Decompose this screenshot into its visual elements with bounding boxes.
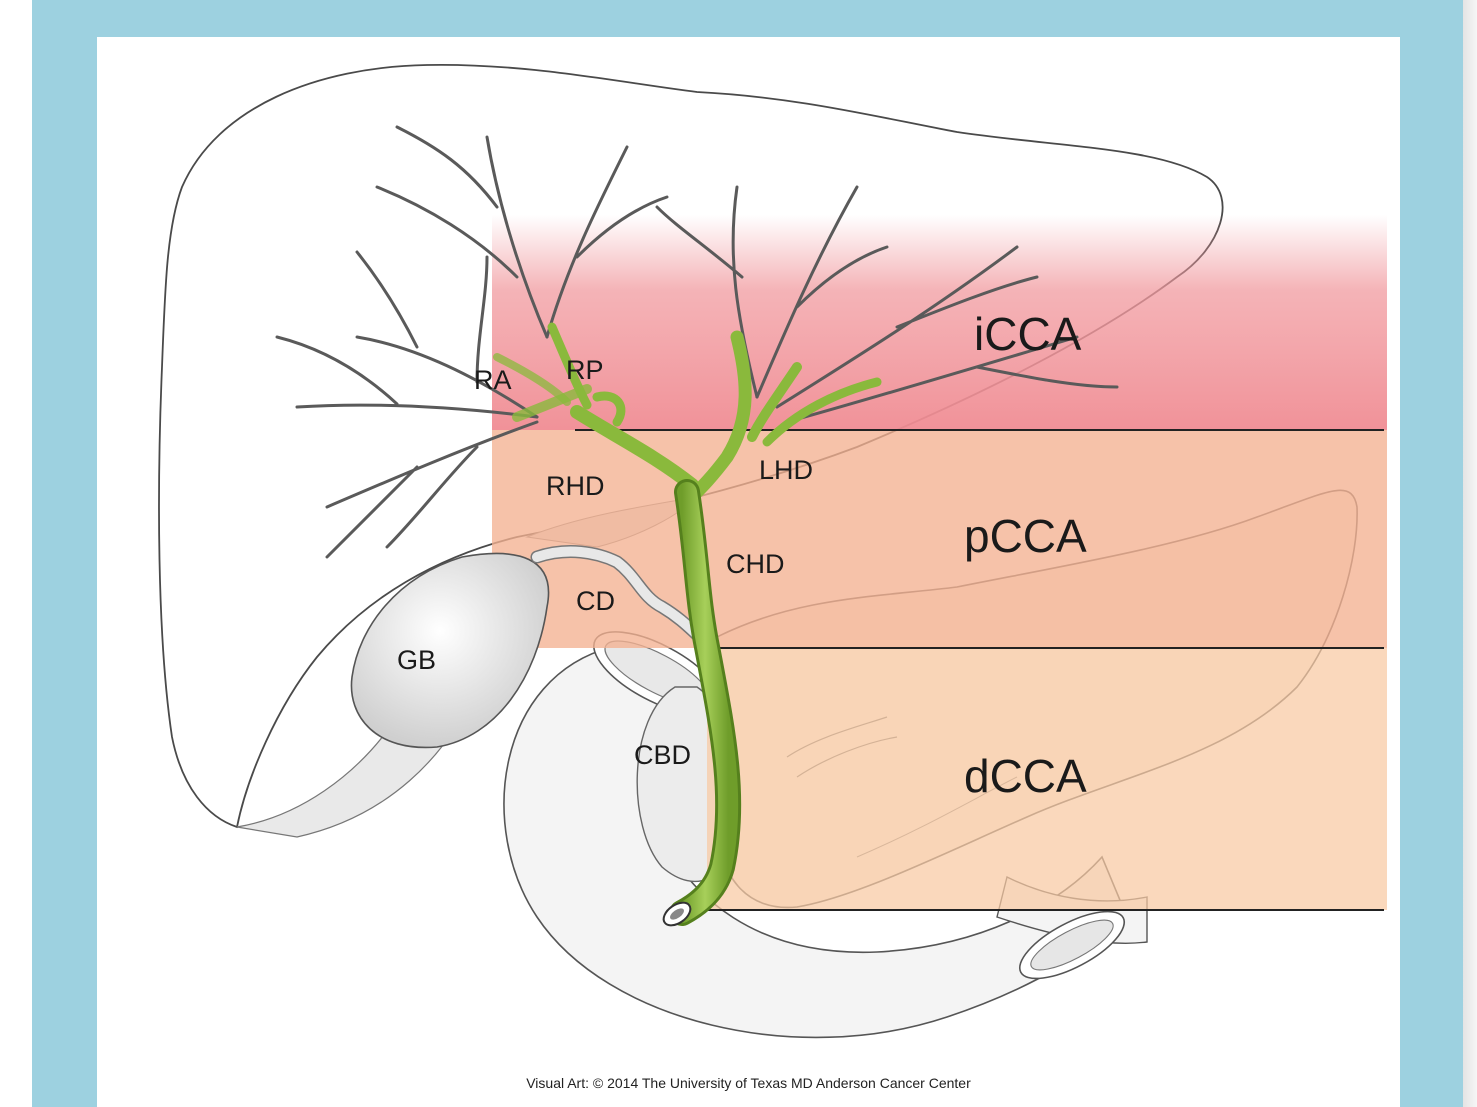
rp-label: RP <box>566 355 604 385</box>
icca-band <box>492 215 1387 430</box>
cd-label: CD <box>576 586 615 616</box>
cbd-label: CBD <box>634 740 691 770</box>
chd-label: CHD <box>726 549 785 579</box>
dcca-label: dCCA <box>964 750 1087 802</box>
image-credit: Visual Art: © 2014 The University of Tex… <box>97 1075 1400 1091</box>
page-edge-shadow <box>1463 0 1477 1107</box>
pcca-label: pCCA <box>964 510 1087 562</box>
rhd-label: RHD <box>546 471 605 501</box>
pcca-band <box>492 430 1387 648</box>
lhd-label: LHD <box>759 455 813 485</box>
gb-label: GB <box>397 645 436 675</box>
icca-label: iCCA <box>974 308 1082 360</box>
ra-label: RA <box>474 365 512 395</box>
diagram-panel: iCCA pCCA dCCA RA RP RHD LHD CHD CD GB C… <box>97 37 1400 1107</box>
biliary-anatomy-diagram: iCCA pCCA dCCA RA RP RHD LHD CHD CD GB C… <box>97 37 1400 1107</box>
